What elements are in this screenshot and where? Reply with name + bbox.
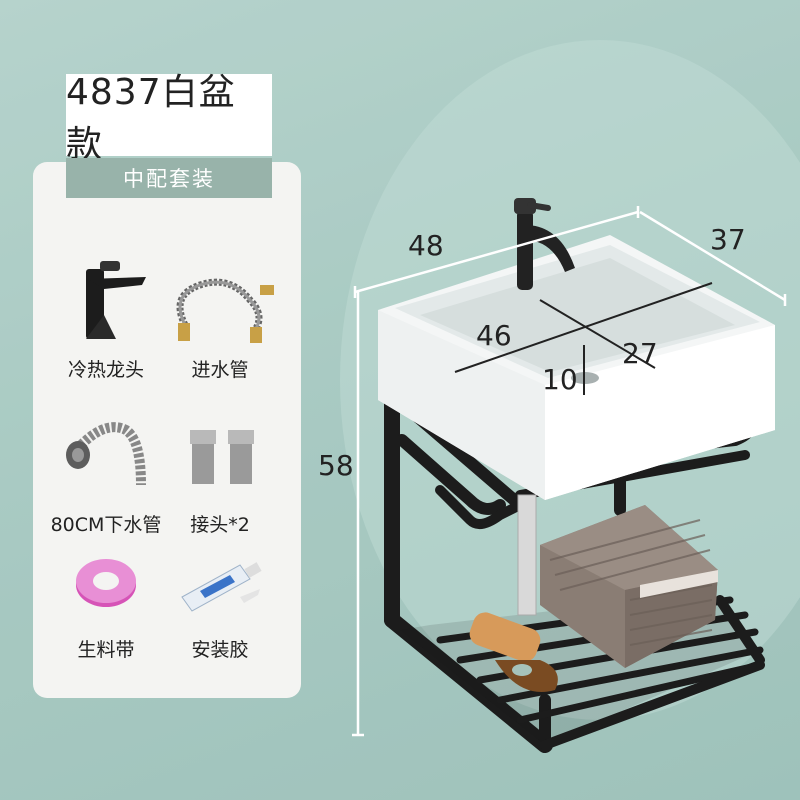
inner-dimension-lines: [454, 282, 713, 395]
dimension-width-label: 48: [408, 229, 444, 262]
ceramic-basin: [378, 198, 775, 500]
glue-tube-icon: [181, 562, 262, 612]
accessory-label: 安装胶: [191, 639, 249, 661]
accessory-glue-tube: 安装胶: [160, 535, 280, 662]
product-title: 4837白盆款: [66, 72, 272, 165]
dimension-inner-depth-label: 27: [622, 337, 658, 370]
drain-pipe-icon: [66, 422, 146, 486]
accessory-faucet: 冷热龙头: [46, 255, 166, 382]
dimension-inner-width-label: 46: [476, 319, 512, 352]
accessory-drain-pipe: 80CM下水管: [46, 410, 166, 537]
storage-basket: [540, 505, 718, 668]
scrub-brush: [469, 612, 558, 692]
sealing-tape-icon: [76, 559, 136, 607]
accessory-inlet-hose: 进水管: [160, 255, 280, 382]
accessories-card: [33, 162, 301, 698]
dimension-lines: [352, 206, 787, 737]
dimension-depth-label: 37: [710, 223, 746, 256]
accessory-sealing-tape: 生料带: [46, 535, 166, 662]
connector-icon: [190, 430, 254, 484]
accessory-label: 进水管: [191, 359, 249, 381]
package-label: 中配套装: [66, 158, 272, 198]
accessory-label: 冷热龙头: [67, 359, 144, 381]
dimension-height-label: 58: [318, 449, 354, 482]
accessory-label: 生料带: [77, 639, 135, 661]
accessory-label: 80CM下水管: [50, 514, 162, 536]
accessory-label: 接头*2: [190, 514, 250, 536]
inlet-hose-icon: [176, 278, 274, 343]
accessory-connector: 接头*2: [160, 410, 280, 537]
dimension-inner-height-label: 10: [542, 363, 578, 396]
faucet-icon: [86, 261, 146, 339]
